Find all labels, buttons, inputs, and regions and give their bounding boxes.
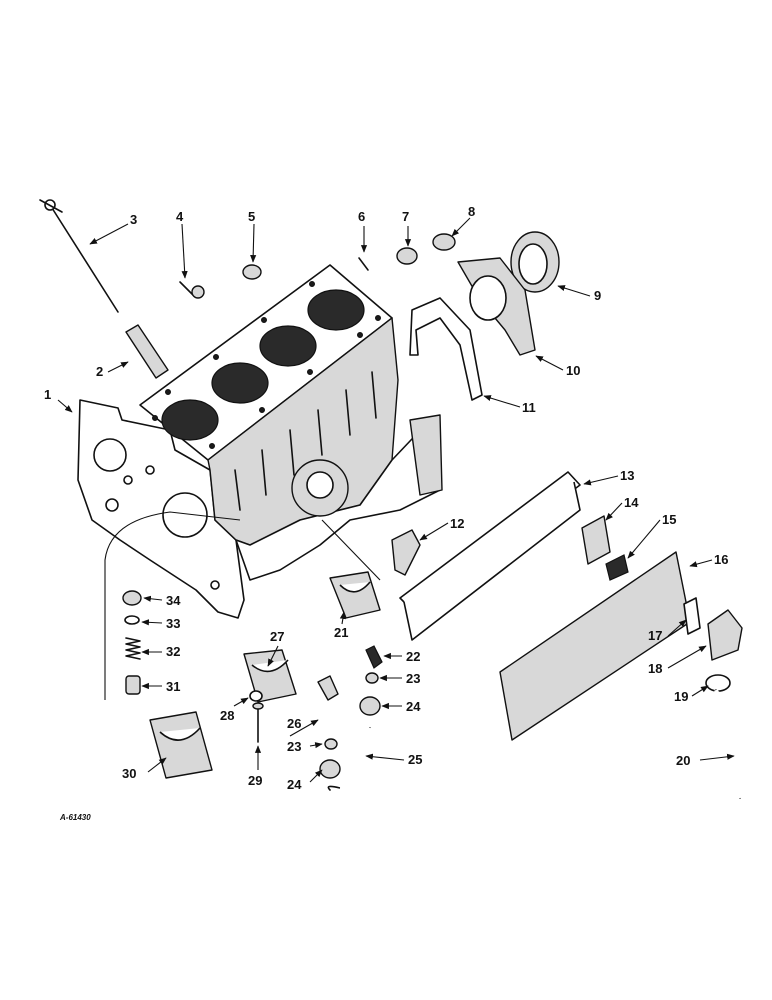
nut-24b	[319, 759, 341, 779]
callout-16: 16	[714, 552, 728, 567]
relief-valve-cap	[122, 590, 142, 606]
callout-labels: 1 2 3 4 5 6 7 8 9 10 11 12 13 14 15 16 1…	[44, 204, 728, 792]
deck-bolt-holes	[152, 281, 381, 449]
callout-24-second: 24	[287, 777, 302, 792]
callout-3: 3	[130, 212, 137, 227]
callout-17: 17	[648, 628, 662, 643]
seal-retainer	[457, 257, 536, 356]
relief-valve-sleeve	[125, 675, 141, 695]
callout-24: 24	[406, 699, 421, 714]
bearing-cap-30	[149, 711, 213, 779]
side-cover	[499, 551, 691, 741]
callout-20: 20	[676, 753, 690, 768]
plug-7	[396, 247, 418, 265]
callout-34: 34	[166, 593, 181, 608]
cylinder-bore-3	[259, 325, 317, 367]
oil-filter-housing-cap	[306, 471, 334, 499]
callout-7: 7	[402, 209, 409, 224]
callout-10: 10	[566, 363, 580, 378]
front-plate-hole-a	[93, 438, 127, 472]
callout-26: 26	[287, 716, 301, 731]
callout-27: 27	[270, 629, 284, 644]
dipstick	[39, 199, 119, 313]
dipstick-tube	[125, 324, 169, 379]
relief-valve-spring	[125, 637, 141, 660]
callout-8: 8	[468, 204, 475, 219]
cylinder-block	[77, 264, 443, 619]
dowel-pin	[358, 257, 369, 271]
front-plate	[77, 399, 245, 619]
breather-tube	[714, 689, 742, 799]
alignment-line-21	[321, 519, 381, 581]
oil-fitting	[391, 529, 421, 576]
oil-pan-gasket	[399, 471, 581, 641]
callout-4: 4	[176, 209, 184, 224]
callout-30: 30	[122, 766, 136, 781]
callout-28: 28	[220, 708, 234, 723]
retainer-gasket	[409, 297, 483, 401]
nut-24a	[359, 696, 381, 716]
elbow-fitting	[317, 675, 339, 701]
callout-11: 11	[522, 400, 536, 415]
washer	[249, 690, 263, 702]
tube-flange-gasket	[705, 674, 731, 692]
callout-6: 6	[358, 209, 365, 224]
rear-seal	[510, 231, 560, 293]
cap-bolt	[252, 702, 264, 743]
callout-12: 12	[450, 516, 464, 531]
expansion-plug-5	[242, 264, 262, 280]
callout-13: 13	[620, 468, 634, 483]
front-plate-hole-c	[105, 498, 119, 512]
drain-cock	[179, 281, 205, 299]
oil-line	[327, 727, 372, 791]
inspection-cover	[581, 515, 611, 565]
front-plate-hole-b	[162, 492, 208, 538]
cylinder-bore-1	[161, 399, 219, 441]
callout-19: 19	[674, 689, 688, 704]
front-plate-hole-f	[210, 580, 220, 590]
callout-33: 33	[166, 616, 180, 631]
fitting-22	[365, 645, 383, 669]
callout-29: 29	[248, 773, 262, 788]
front-plate-hole-d	[123, 475, 133, 485]
alignment-line-relief	[104, 511, 241, 700]
callout-31: 31	[166, 679, 180, 694]
cylinder-bore-2	[211, 362, 269, 404]
breather-housing	[707, 609, 743, 661]
callout-18: 18	[648, 661, 662, 676]
block-side-ribs	[234, 371, 377, 511]
callout-9: 9	[594, 288, 601, 303]
relief-valve-washer	[124, 615, 140, 625]
side-cover-gasket	[683, 597, 701, 635]
plug-8	[432, 233, 456, 251]
bearing-cap-21	[329, 571, 381, 619]
leader-lines	[57, 217, 735, 783]
callout-21: 21	[334, 625, 348, 640]
callout-5: 5	[248, 209, 255, 224]
callout-22: 22	[406, 649, 420, 664]
callout-15: 15	[662, 512, 676, 527]
cylinder-bore-4	[307, 289, 365, 331]
callout-2: 2	[96, 364, 103, 379]
rear-mount-pad	[409, 414, 443, 496]
filter-screen	[605, 554, 629, 581]
callout-14: 14	[624, 495, 639, 510]
front-plate-hole-e	[145, 465, 155, 475]
callout-25: 25	[408, 752, 422, 767]
figure-reference: A-61430	[59, 813, 91, 822]
callout-23-second: 23	[287, 739, 301, 754]
ferrule-23a	[365, 672, 379, 684]
callout-23: 23	[406, 671, 420, 686]
callout-32: 32	[166, 644, 180, 659]
callout-1: 1	[44, 387, 51, 402]
ferrule-23b	[324, 738, 338, 750]
